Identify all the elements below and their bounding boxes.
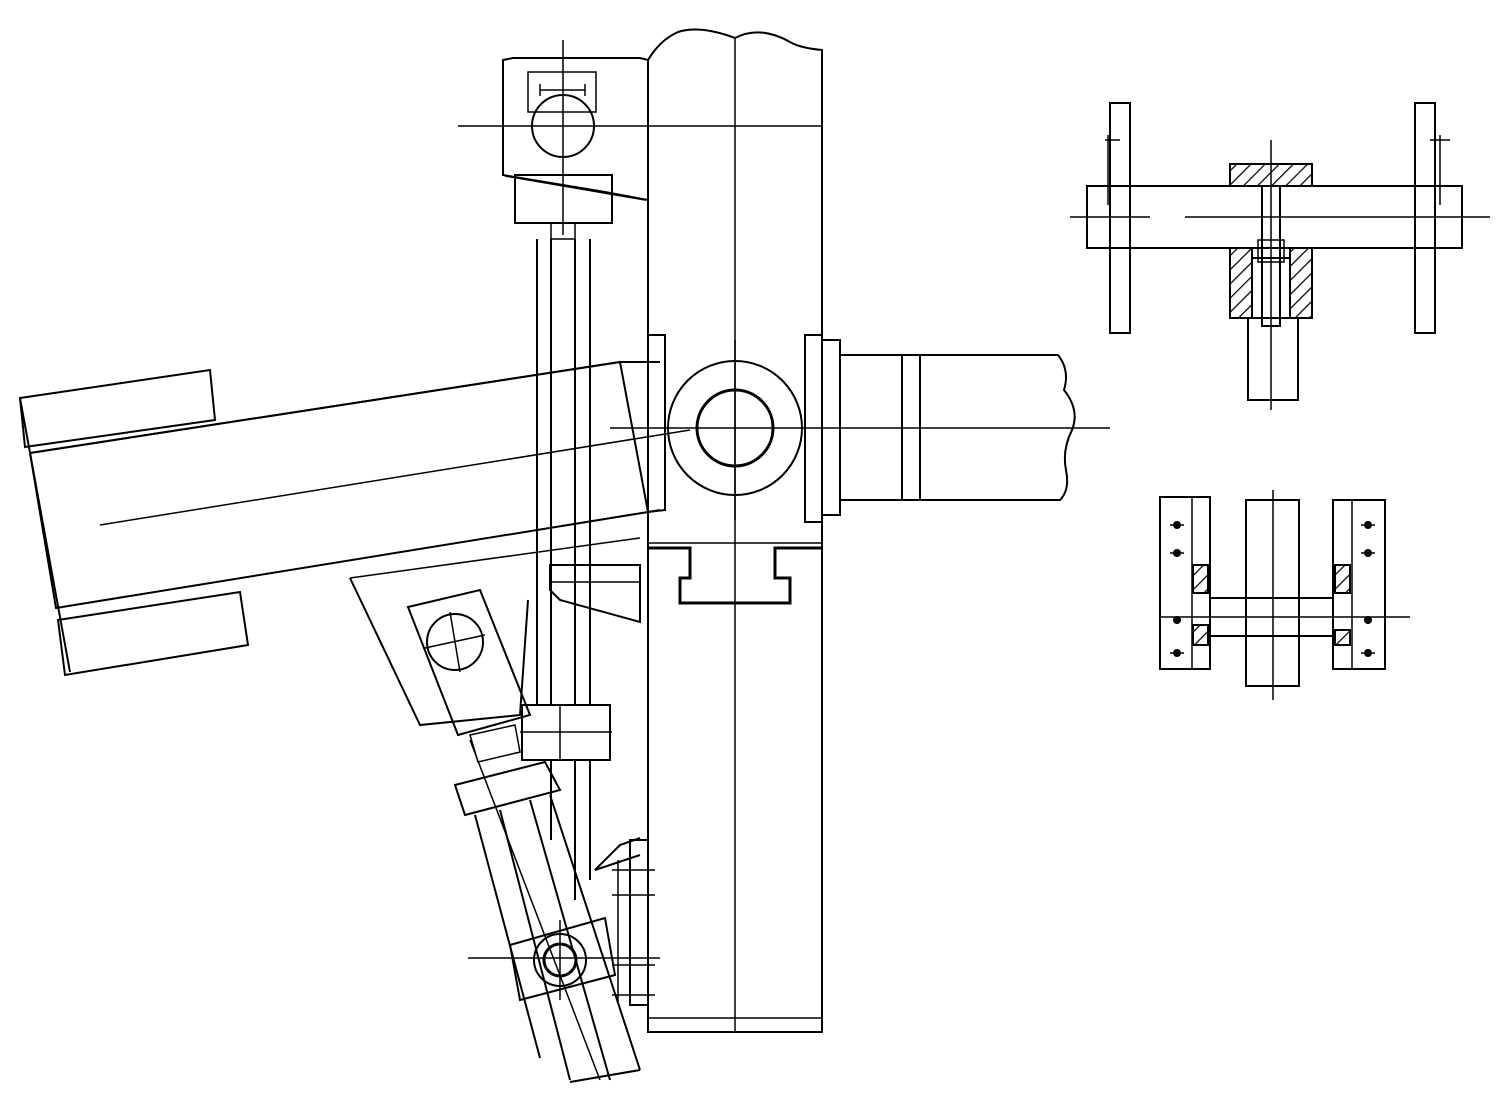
inclined-actuator — [406, 588, 641, 1083]
lower-rod-clamp — [520, 704, 612, 761]
lower-support-plate — [349, 577, 529, 727]
right-shaft — [821, 339, 1076, 516]
pivot-hub — [610, 334, 1110, 523]
bottom-right-detail-view — [1159, 490, 1410, 700]
bottom-bracket — [594, 837, 655, 1006]
main-column — [647, 28, 823, 1033]
right-clamp-plate — [1332, 499, 1386, 670]
hatched-bottom-right — [1289, 247, 1313, 319]
wedge-bracket — [549, 564, 641, 624]
bottom-pivot — [468, 916, 660, 1002]
hatched-bottom-left — [1229, 247, 1253, 319]
main-assembly-view — [18, 28, 1110, 1083]
top-clamp-block — [458, 40, 822, 240]
vertical-rods — [536, 239, 591, 900]
actuator-upper-circle — [426, 613, 484, 671]
right-plate — [1414, 102, 1436, 334]
left-clamp-plate — [1159, 496, 1211, 670]
left-plate — [1109, 102, 1131, 334]
top-right-section-view — [1070, 102, 1490, 410]
inclined-arm — [18, 360, 691, 677]
